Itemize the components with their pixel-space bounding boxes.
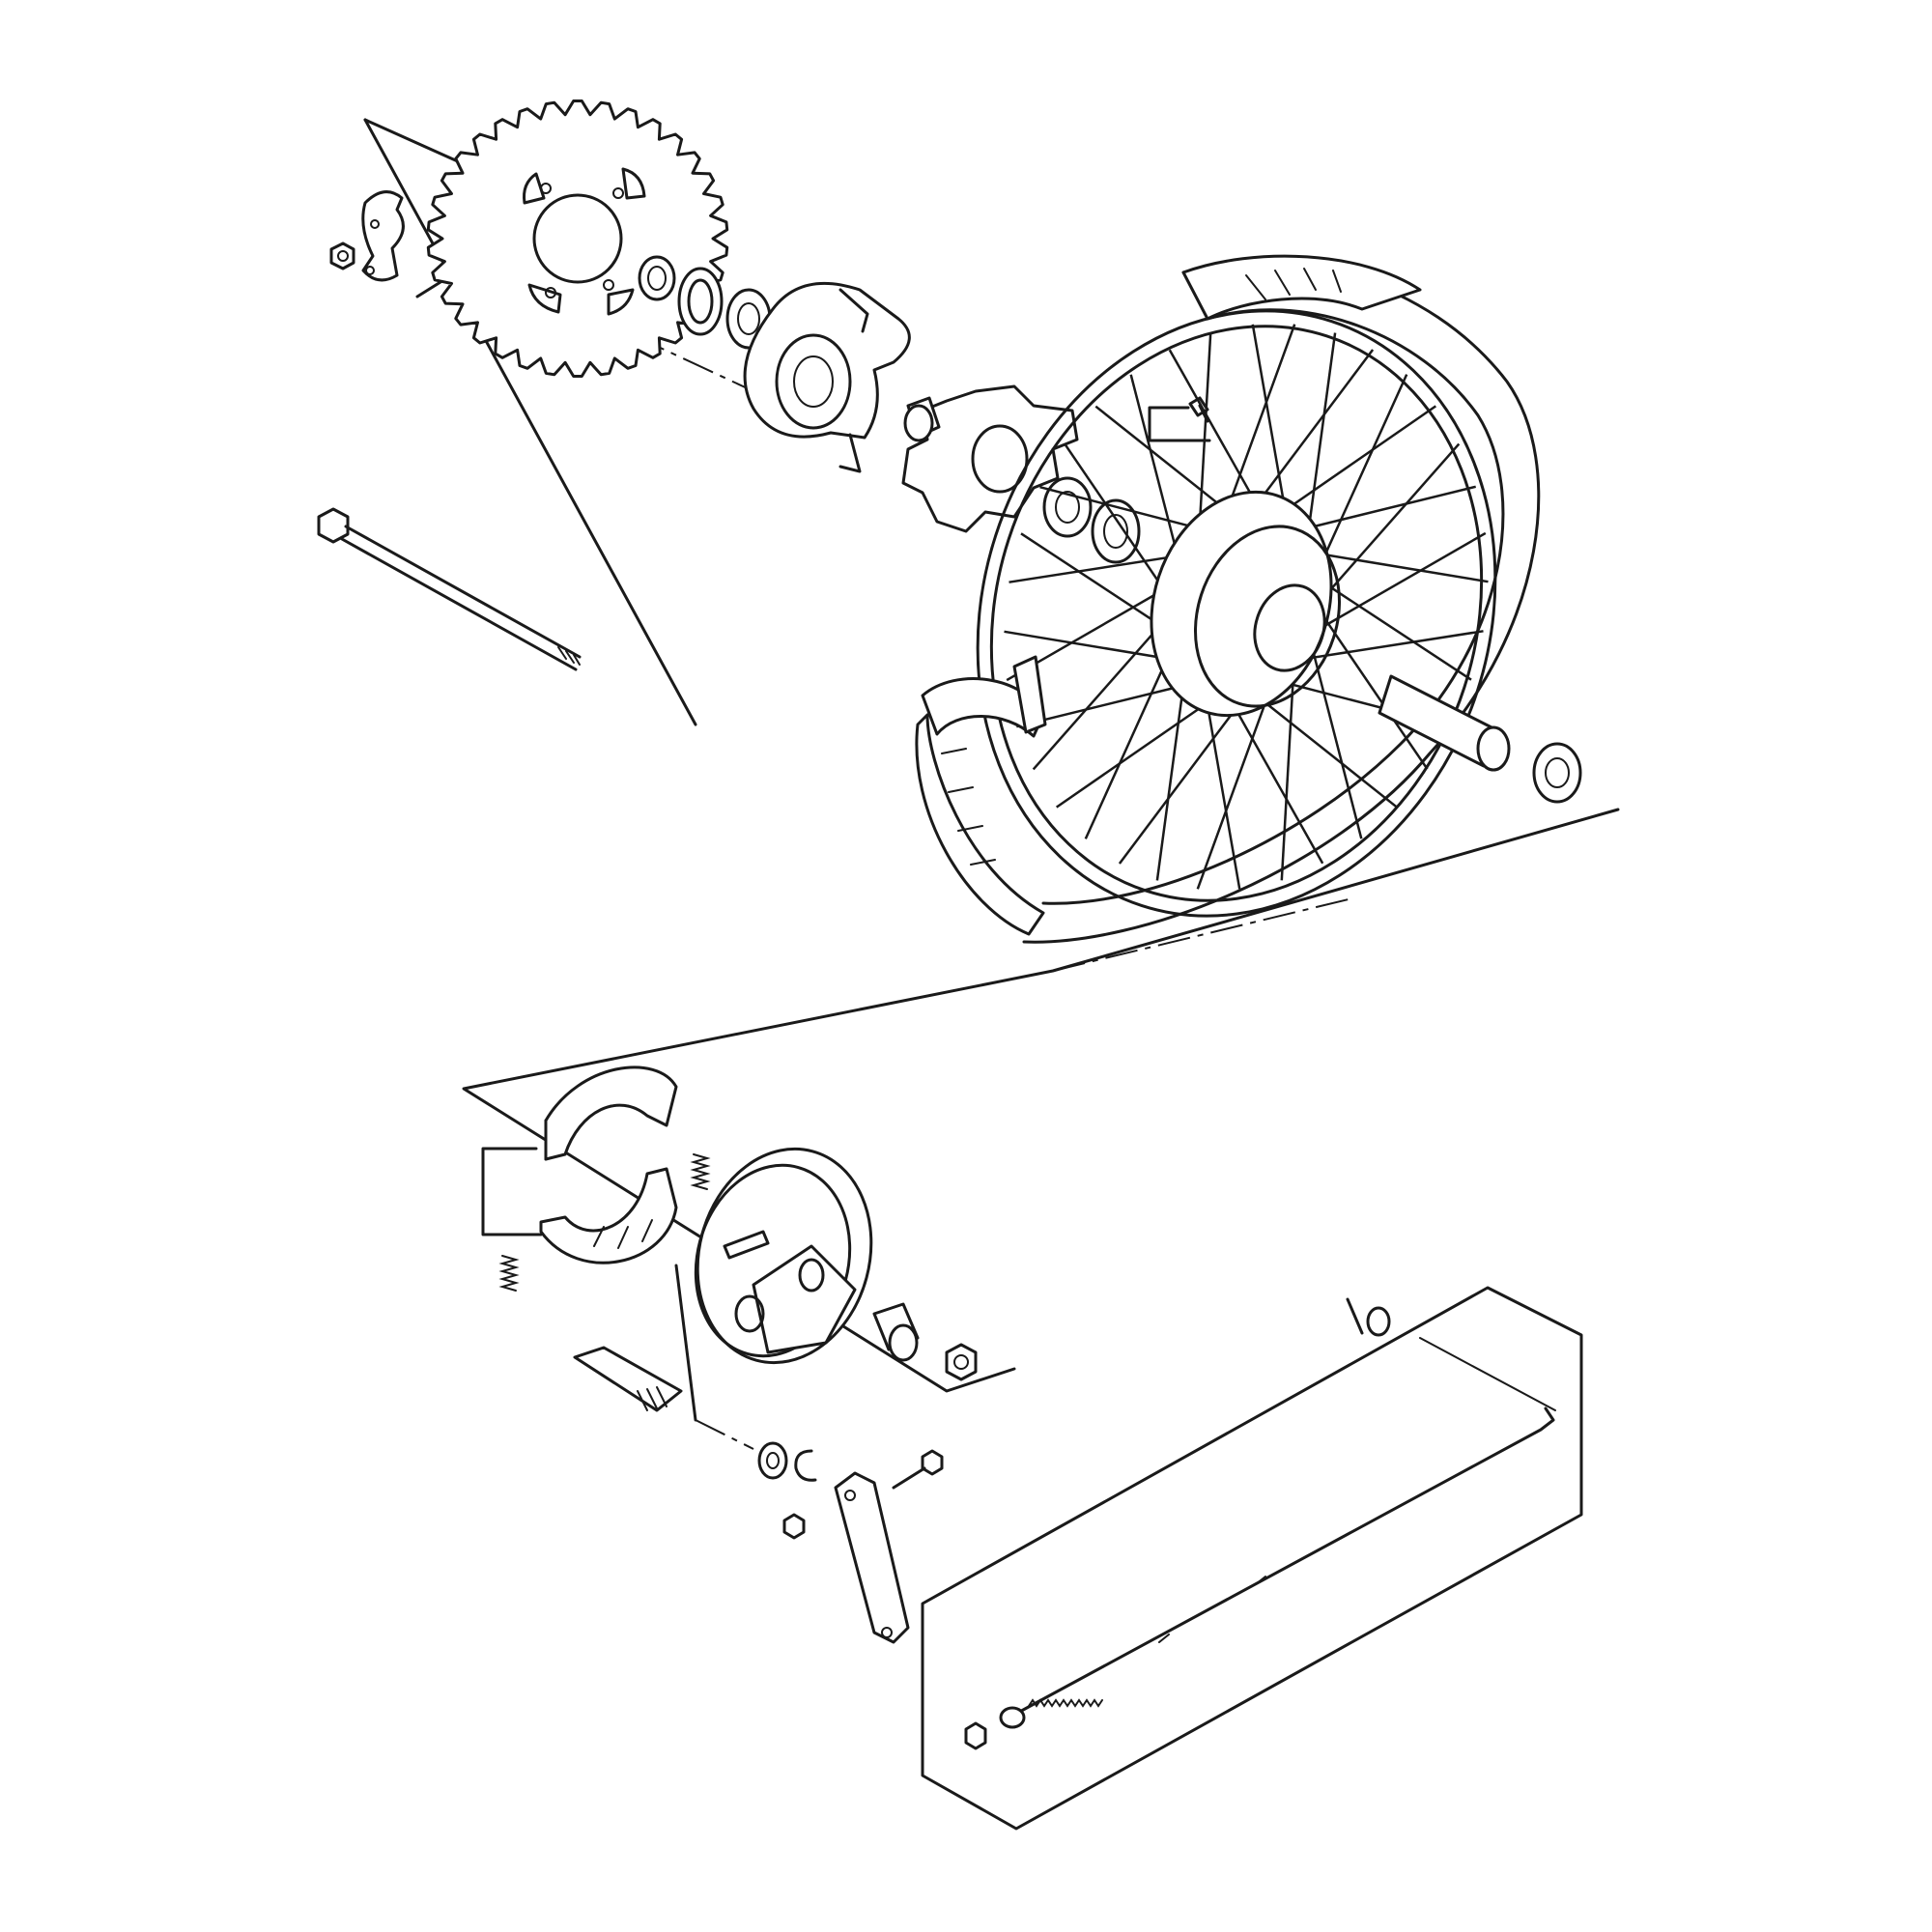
sprocket-icon bbox=[426, 99, 729, 378]
brake-panel-collar-icon bbox=[872, 1302, 920, 1362]
wheel-damper-icon bbox=[901, 384, 1079, 533]
spoke-line bbox=[1129, 374, 1181, 566]
axle-icon bbox=[317, 507, 582, 671]
spoke-line bbox=[1084, 648, 1173, 839]
spoke-line bbox=[1064, 443, 1171, 598]
circlip-icon bbox=[794, 1449, 817, 1482]
nut-icon bbox=[329, 242, 355, 270]
return-spring-icon bbox=[1028, 1698, 1103, 1708]
spoke-line bbox=[1276, 405, 1437, 517]
brake-arm-icon bbox=[834, 1471, 910, 1644]
spoke-line bbox=[1009, 553, 1186, 583]
oil-seal-icon bbox=[677, 267, 724, 336]
spoke-line bbox=[1094, 405, 1235, 517]
wheel-group-frame bbox=[462, 808, 1620, 1393]
arm-nut-icon bbox=[782, 1513, 806, 1540]
spoke-line bbox=[1306, 332, 1337, 538]
rod-joint-icon bbox=[999, 1706, 1026, 1729]
spoke-line bbox=[1300, 485, 1476, 531]
spoke-line bbox=[1323, 582, 1472, 681]
spoke-line bbox=[1250, 349, 1375, 513]
brake-panel-icon bbox=[694, 1147, 873, 1365]
axle-sleeve-icon bbox=[1378, 674, 1511, 772]
wheel-hub-icon bbox=[1150, 490, 1342, 718]
spoke-line bbox=[1320, 374, 1408, 565]
brake-spring-icon bbox=[498, 1153, 711, 1292]
rim-icon bbox=[976, 309, 1497, 918]
brake-panel-nut-icon bbox=[945, 1343, 978, 1381]
spoke-line bbox=[1197, 332, 1212, 539]
lock-washer-icon bbox=[361, 190, 405, 282]
brake-cam-icon bbox=[573, 1346, 683, 1412]
tire-icon bbox=[915, 254, 1541, 944]
spoke-line bbox=[1311, 647, 1363, 839]
pinch-bolt-icon bbox=[892, 1449, 944, 1490]
spoke-line bbox=[1258, 696, 1398, 809]
spoke-line bbox=[1317, 552, 1489, 583]
spoke-line bbox=[1321, 615, 1429, 770]
tire-flap-icon bbox=[921, 655, 1047, 738]
spoke-line bbox=[1251, 324, 1289, 520]
washer-icon bbox=[757, 1441, 788, 1480]
spoke-line bbox=[1055, 696, 1216, 809]
distance-collar-icon bbox=[903, 396, 941, 442]
hub-bearing-icon bbox=[1042, 476, 1141, 564]
spoke-line bbox=[1004, 630, 1176, 662]
spoke-line bbox=[1168, 349, 1263, 513]
brake-rod-icon bbox=[1012, 1406, 1555, 1717]
spoke-line bbox=[1196, 693, 1270, 890]
spoke-line bbox=[1204, 694, 1241, 890]
brake-shoe-bracket bbox=[481, 1147, 754, 1450]
cotter-pin-icon bbox=[1346, 1297, 1364, 1335]
spoke-line bbox=[1118, 700, 1242, 865]
spoke-line bbox=[1320, 531, 1487, 630]
spoke-line bbox=[1324, 442, 1461, 597]
spoke-line bbox=[1155, 675, 1186, 881]
adjuster-nut-icon bbox=[964, 1721, 987, 1750]
spoke-line bbox=[1230, 700, 1324, 865]
spoke-line bbox=[1020, 532, 1169, 631]
brake-shoe-icon bbox=[539, 1065, 678, 1264]
wheel-bearing-icon bbox=[1532, 742, 1582, 804]
spoke-line bbox=[1222, 324, 1296, 521]
spoke-line bbox=[1280, 674, 1295, 881]
spoke-line bbox=[1032, 616, 1168, 771]
sprocket-carrier-icon bbox=[743, 281, 911, 473]
brake-rod-box bbox=[921, 1286, 1583, 1831]
collar-icon bbox=[638, 255, 676, 301]
spoke-line bbox=[1039, 485, 1208, 532]
rod-washer-icon bbox=[1366, 1306, 1391, 1337]
spoke-line bbox=[1306, 630, 1484, 661]
